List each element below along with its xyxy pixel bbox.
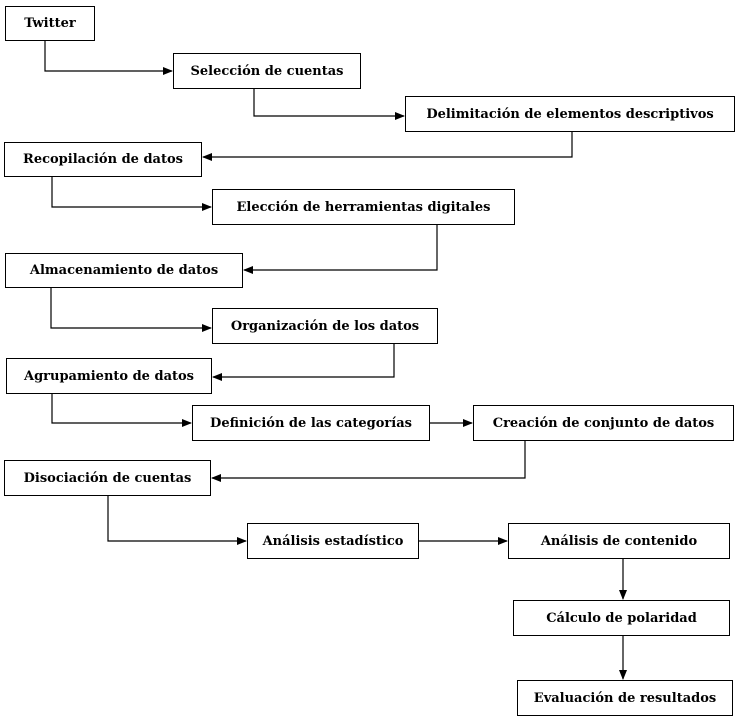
edge-seleccion-to-delimitacion bbox=[253, 89, 405, 120]
node-eleccion-de-herramientas: Elección de herramientas digitales bbox=[212, 189, 515, 225]
node-recopilacion-de-datos: Recopilación de datos bbox=[4, 142, 202, 177]
node-creacion-de-conjunto: Creación de conjunto de datos bbox=[473, 405, 734, 441]
edge-twitter-to-seleccion bbox=[44, 41, 173, 75]
node-analisis-estadistico: Análisis estadístico bbox=[247, 523, 419, 559]
edge-eleccion-to-almacenamiento bbox=[243, 225, 438, 274]
node-evaluacion-de-resultados: Evaluación de resultados bbox=[517, 680, 733, 716]
edge-recopilacion-to-eleccion bbox=[51, 177, 212, 211]
node-agrupamiento-de-datos: Agrupamiento de datos bbox=[6, 358, 212, 394]
edge-organizacion-to-agrupamiento bbox=[212, 344, 395, 381]
node-calculo-de-polaridad: Cálculo de polaridad bbox=[513, 600, 730, 636]
edge-agrupamiento-to-definicion bbox=[51, 394, 192, 427]
node-organizacion-de-los-datos: Organización de los datos bbox=[212, 308, 438, 344]
node-delimitacion-de-elementos: Delimitación de elementos descriptivos bbox=[405, 96, 735, 132]
node-disociacion-de-cuentas: Disociación de cuentas bbox=[4, 460, 211, 496]
node-definicion-de-categorias: Definición de las categorías bbox=[192, 405, 430, 441]
node-twitter: Twitter bbox=[5, 6, 95, 41]
node-analisis-de-contenido: Análisis de contenido bbox=[508, 523, 730, 559]
edge-delimitacion-to-recopilacion bbox=[202, 132, 573, 161]
edge-disociacion-to-estadistico bbox=[107, 496, 247, 545]
node-seleccion-de-cuentas: Selección de cuentas bbox=[173, 53, 361, 89]
edge-creacion-to-disociacion bbox=[211, 441, 526, 482]
edge-almacenamiento-to-organizacion bbox=[50, 288, 212, 332]
node-almacenamiento-de-datos: Almacenamiento de datos bbox=[5, 253, 243, 288]
